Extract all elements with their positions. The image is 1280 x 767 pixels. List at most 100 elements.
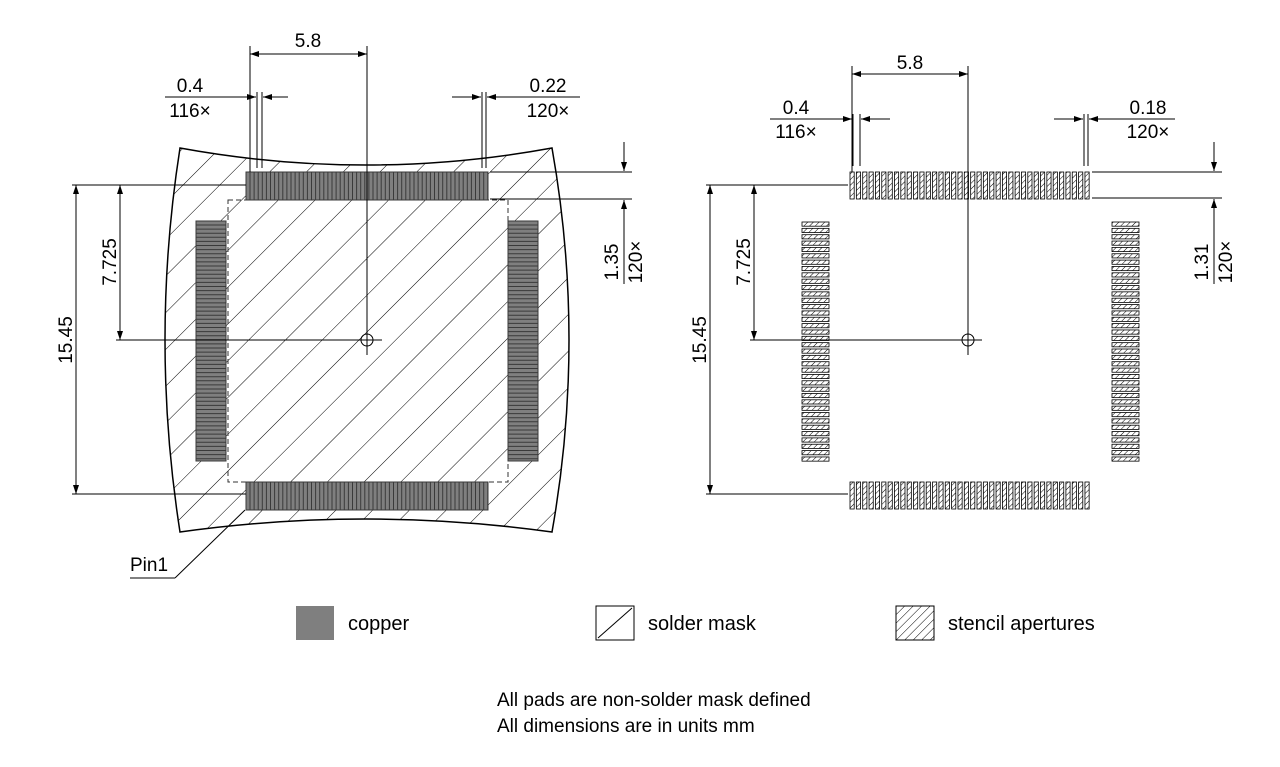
stencil-aperture bbox=[1002, 481, 1008, 510]
stencil-pad-gap-count-label: 120× bbox=[1127, 122, 1170, 143]
stencil-aperture bbox=[881, 481, 887, 510]
stencil-aperture bbox=[801, 259, 830, 265]
stencil-pad-gap-label: 0.18 bbox=[1130, 98, 1167, 119]
stencil-aperture bbox=[1111, 354, 1140, 360]
stencil-aperture bbox=[801, 361, 830, 367]
pad-width-label: 0.4 bbox=[177, 76, 204, 97]
stencil-aperture bbox=[801, 354, 830, 360]
stencil-aperture bbox=[919, 171, 925, 200]
stencil-aperture bbox=[1111, 405, 1140, 411]
stencil-aperture bbox=[894, 171, 900, 200]
note-units: All dimensions are in units mm bbox=[497, 716, 755, 737]
stencil-aperture bbox=[932, 171, 938, 200]
stencil-aperture bbox=[801, 418, 830, 424]
stencil-aperture bbox=[801, 310, 830, 316]
copper-swatch bbox=[296, 606, 334, 640]
stencil-aperture bbox=[1065, 481, 1071, 510]
stencil-aperture bbox=[801, 412, 830, 418]
stencil-aperture bbox=[1071, 481, 1077, 510]
stencil-aperture bbox=[970, 171, 976, 200]
stencil-aperture bbox=[1111, 304, 1140, 310]
stencil-aperture bbox=[801, 246, 830, 252]
stencil-aperture bbox=[887, 481, 893, 510]
stencil-aperture bbox=[1111, 246, 1140, 252]
stencil-aperture bbox=[801, 380, 830, 386]
stencil-aperture bbox=[801, 291, 830, 297]
stencil-aperture bbox=[1071, 171, 1077, 200]
stencil-aperture bbox=[801, 297, 830, 303]
right-pad-row bbox=[507, 220, 539, 462]
stencil-aperture bbox=[1021, 171, 1027, 200]
stencil-aperture bbox=[801, 329, 830, 335]
stencil-aperture bbox=[801, 278, 830, 284]
pitch-long-label: 5.8 bbox=[295, 31, 321, 52]
pin1-label: Pin1 bbox=[130, 555, 168, 576]
left-pad-row bbox=[195, 220, 227, 462]
stencil-half-span-label: 7.725 bbox=[734, 238, 755, 286]
stencil-aperture bbox=[1111, 443, 1140, 449]
stencil-aperture bbox=[875, 481, 881, 510]
stencil-aperture bbox=[1111, 278, 1140, 284]
stencil-aperture bbox=[963, 481, 969, 510]
stencil-aperture bbox=[855, 481, 861, 510]
stencil-aperture bbox=[801, 386, 830, 392]
stencil-center-crosshair bbox=[750, 66, 982, 355]
stencil-aperture bbox=[801, 285, 830, 291]
stencil-aperture bbox=[995, 171, 1001, 200]
stencil-pitch-long-label: 5.8 bbox=[897, 53, 923, 74]
stencil-aperture bbox=[801, 437, 830, 443]
stencil-aperture bbox=[1065, 171, 1071, 200]
stencil-aperture bbox=[801, 227, 830, 233]
stencil-aperture bbox=[989, 481, 995, 510]
stencil-aperture bbox=[801, 342, 830, 348]
stencil-aperture bbox=[919, 481, 925, 510]
stencil-aperture bbox=[862, 171, 868, 200]
stencil-aperture bbox=[925, 481, 931, 510]
stencil-aperture bbox=[1111, 373, 1140, 379]
stencil-aperture bbox=[982, 171, 988, 200]
stencil-aperture bbox=[1084, 171, 1090, 200]
stencil-aperture bbox=[1002, 171, 1008, 200]
stencil-aperture bbox=[868, 481, 874, 510]
stencil-aperture bbox=[976, 481, 982, 510]
pad-length-label: 1.35 bbox=[602, 244, 623, 281]
stencil-aperture bbox=[881, 171, 887, 200]
stencil-aperture bbox=[801, 450, 830, 456]
stencil-aperture bbox=[1040, 171, 1046, 200]
stencil-aperture bbox=[1033, 481, 1039, 510]
stencil-aperture bbox=[970, 481, 976, 510]
stencil-aperture bbox=[1008, 481, 1014, 510]
stencil-aperture bbox=[995, 481, 1001, 510]
stencil-aperture bbox=[1111, 431, 1140, 437]
stencil-aperture bbox=[801, 367, 830, 373]
stencil-aperture bbox=[1046, 171, 1052, 200]
stencil-aperture bbox=[875, 171, 881, 200]
copper-footprint-view: 5.8 0.4 116× 0.22 120× 15.45 7.725 1.35 … bbox=[56, 31, 647, 579]
stencil-aperture bbox=[1111, 227, 1140, 233]
half-span-label: 7.725 bbox=[100, 238, 121, 286]
stencil-aperture bbox=[801, 253, 830, 259]
stencil-aperture bbox=[938, 481, 944, 510]
stencil-aperture bbox=[1014, 481, 1020, 510]
stencil-aperture bbox=[913, 171, 919, 200]
stencil-aperture bbox=[1111, 424, 1140, 430]
stencil-aperture bbox=[801, 323, 830, 329]
stencil-aperture bbox=[1111, 418, 1140, 424]
stencil-aperture bbox=[801, 234, 830, 240]
stencil-aperture bbox=[1014, 171, 1020, 200]
stencil-aperture bbox=[1111, 259, 1140, 265]
stencil-aperture bbox=[1111, 348, 1140, 354]
stencil-aperture bbox=[951, 171, 957, 200]
pad-gap-label: 0.22 bbox=[530, 76, 567, 97]
stencil-aperture bbox=[944, 481, 950, 510]
stencil-aperture bbox=[894, 481, 900, 510]
stencil-aperture bbox=[801, 431, 830, 437]
stencil-aperture bbox=[1059, 481, 1065, 510]
stencil-pad-width-label: 0.4 bbox=[783, 98, 810, 119]
note-nsmd: All pads are non-solder mask defined bbox=[497, 690, 811, 711]
stencil-aperture bbox=[801, 316, 830, 322]
stencil-aperture bbox=[801, 240, 830, 246]
stencil-aperture bbox=[906, 171, 912, 200]
stencil-aperture bbox=[925, 171, 931, 200]
stencil-aperture bbox=[801, 373, 830, 379]
